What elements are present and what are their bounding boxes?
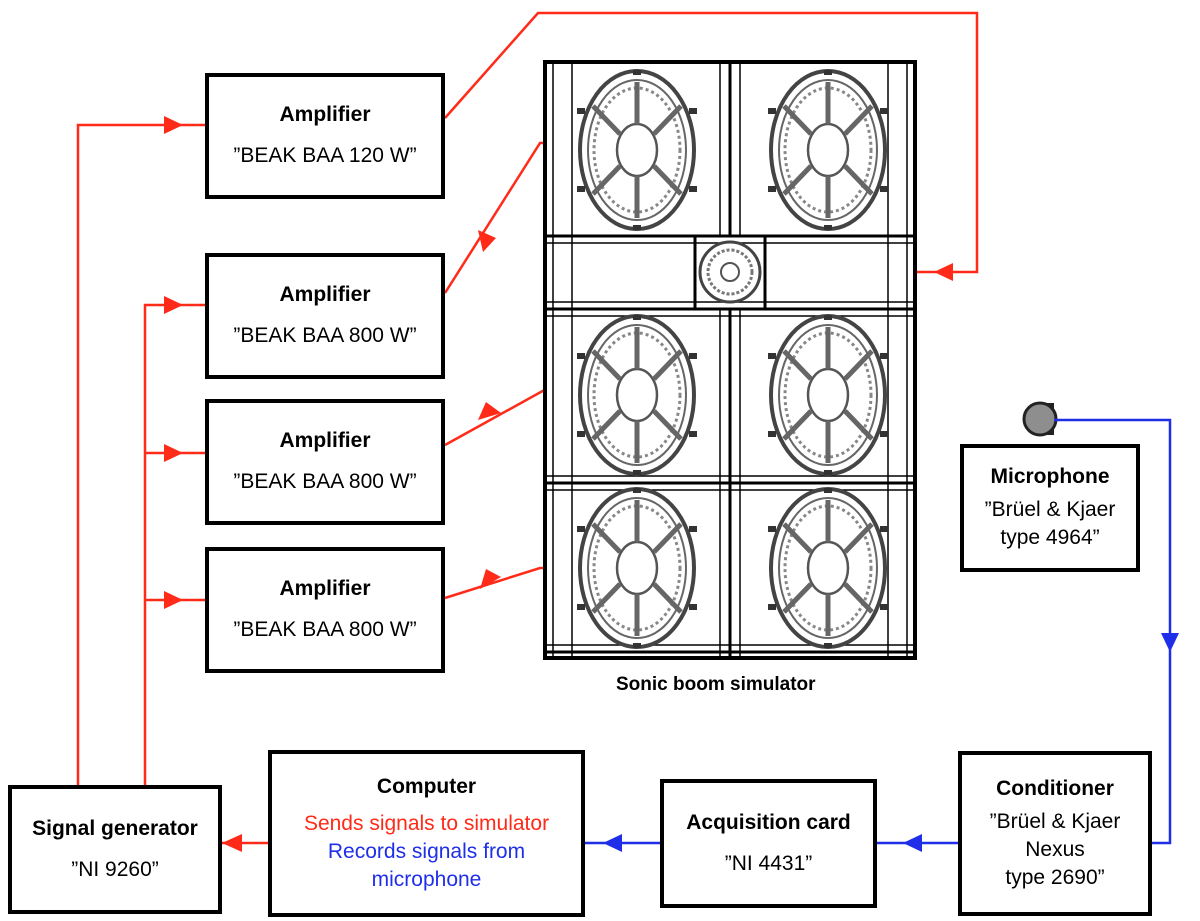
sonic-boom-simulator: [543, 60, 917, 660]
acquisition-model: ”NI 4431”: [724, 851, 813, 875]
speaker-bottom-left: [577, 488, 697, 648]
computer-sends-text: Sends signals to simulator: [303, 811, 550, 835]
tweeter: [698, 240, 762, 304]
microphone-chain-arrows: [603, 633, 1179, 852]
microphone-model: ”Brüel & Kjaer type 4964”: [984, 498, 1116, 549]
microphone-title: Microphone: [990, 465, 1110, 488]
generator-title: Signal generator: [32, 816, 198, 840]
amplifier-model: ”BEAK BAA 120 W”: [233, 144, 417, 167]
speaker-top-right: [768, 70, 888, 230]
computer-records-text: Records signals from microphone: [327, 839, 526, 891]
speaker-middle-left: [577, 315, 697, 475]
amplifier-title: Amplifier: [279, 577, 371, 600]
generator-to-amplifiers-wires: [76, 123, 205, 785]
microphone-symbol: [1022, 401, 1058, 437]
speaker-middle-right: [768, 315, 888, 475]
generator-input-arrow: [222, 834, 242, 852]
acquisition-card-box: Acquisition card ”NI 4431”: [660, 779, 877, 908]
speaker-top-left: [577, 70, 697, 230]
amplifier-box-3: Amplifier ”BEAK BAA 800 W”: [205, 399, 445, 525]
conditioner-title: Conditioner: [996, 776, 1114, 800]
amplifier-model: ”BEAK BAA 800 W”: [233, 324, 417, 347]
amplifier-input-arrows: [164, 116, 183, 609]
computer-box: Computer Sends signals to simulator Reco…: [268, 750, 585, 917]
amplifier-box-2: Amplifier ”BEAK BAA 800 W”: [205, 253, 445, 379]
microphone-box: Microphone ”Brüel & Kjaer type 4964”: [960, 444, 1140, 572]
amplifier-title: Amplifier: [279, 429, 371, 452]
speaker-bottom-right: [768, 488, 888, 648]
amplifier-model: ”BEAK BAA 800 W”: [233, 470, 417, 493]
speaker-input-arrows: [478, 230, 953, 589]
simulator-caption: Sonic boom simulator: [616, 674, 816, 695]
amplifier-title: Amplifier: [279, 103, 371, 126]
amplifier-title: Amplifier: [279, 283, 371, 306]
amplifier-box-1: Amplifier ”BEAK BAA 120 W”: [205, 73, 445, 199]
conditioner-model: ”Brüel & Kjaer Nexus type 2690”: [989, 809, 1121, 889]
acquisition-title: Acquisition card: [686, 810, 851, 834]
generator-model: ”NI 9260”: [71, 857, 159, 881]
signal-generator-box: Signal generator ”NI 9260”: [8, 785, 222, 914]
amplifier-box-4: Amplifier ”BEAK BAA 800 W”: [205, 547, 445, 673]
conditioner-box: Conditioner ”Brüel & Kjaer Nexus type 26…: [958, 751, 1152, 916]
amplifier-model: ”BEAK BAA 800 W”: [233, 618, 417, 641]
computer-title: Computer: [376, 774, 477, 798]
